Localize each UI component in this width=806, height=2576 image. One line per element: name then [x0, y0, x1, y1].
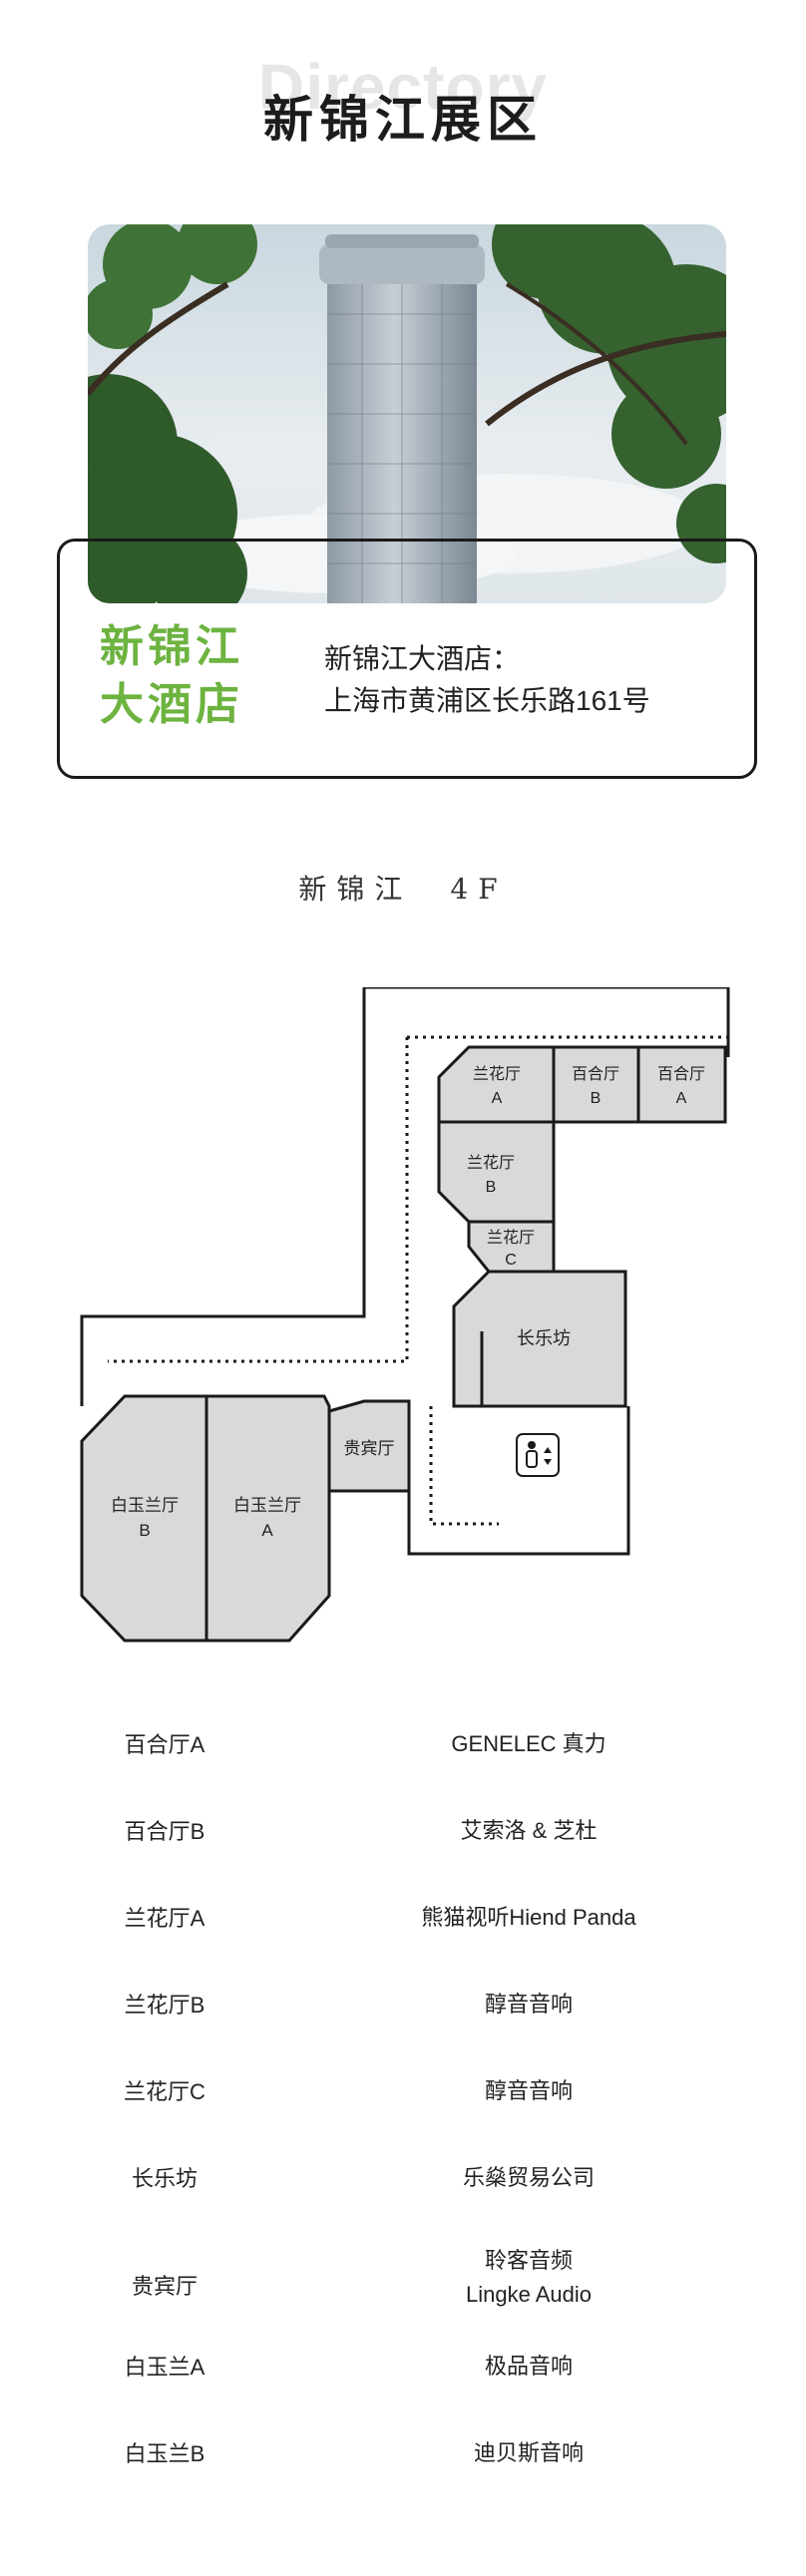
room-lanhua-c-letter: C: [505, 1252, 517, 1269]
directory-watermark: Directory: [258, 51, 548, 123]
room-guibin-label: 贵宾厅: [344, 1439, 395, 1458]
room-changlefang-label: 长乐坊: [517, 1328, 571, 1348]
room-lanhua-a: [437, 1045, 556, 1124]
hall-name: 兰花厅B: [124, 1993, 205, 2018]
brand-name: GENELEC 真力: [451, 1731, 606, 1756]
room-baiyulan-b-letter: B: [139, 1521, 150, 1540]
brand-name: 极品音响: [484, 2354, 573, 2379]
venue-name-line1: 新锦江: [100, 622, 243, 671]
room-baihe-b-label: 百合厅: [572, 1065, 619, 1083]
list-item: 白玉兰B 迪贝斯音响: [0, 2436, 806, 2496]
venue-address-line1: 新锦江大酒店：: [324, 643, 521, 674]
room-baihe-b: [552, 1045, 640, 1124]
corridor-wall-bottom: [407, 1406, 630, 1556]
brand-name: 乐燊贸易公司: [462, 2165, 595, 2190]
corridor-wall-top: [364, 985, 730, 1057]
room-baihe-b-letter: B: [591, 1090, 602, 1107]
walkway-path-mid: [108, 1037, 409, 1363]
brand-name: 聆客音频 Lingke Audio: [379, 2244, 678, 2312]
hall-name: 兰花厅C: [124, 2079, 205, 2104]
room-lanhua-b-label: 兰花厅: [467, 1154, 515, 1172]
list-item: 长乐坊 乐燊贸易公司: [0, 2161, 806, 2221]
room-baihe-a-letter: A: [676, 1090, 687, 1107]
page-header: Directory 新锦江展区: [0, 40, 806, 150]
venue-address: 新锦江大酒店： 上海市黄浦区长乐路161号: [324, 638, 743, 722]
venue-name: 新锦江 大酒店: [100, 618, 299, 734]
venue-info-background: [60, 603, 754, 771]
room-lanhua-a-label: 兰花厅: [473, 1065, 521, 1083]
corridor-wall-left: [80, 987, 366, 1406]
room-baiyulan-a-label: 白玉兰厅: [233, 1496, 301, 1515]
room-lanhua-b: [437, 1120, 556, 1224]
room-baiyulan-a-letter: A: [261, 1521, 273, 1540]
hall-name: 白玉兰B: [124, 2441, 205, 2466]
hall-name: 白玉兰A: [124, 2355, 205, 2380]
brand-name: 迪贝斯音响: [473, 2440, 584, 2465]
brand-name: 醇音音响: [484, 1992, 573, 2017]
brand-name: 醇音音响: [484, 2078, 573, 2103]
floor-label: 新锦江 4F: [298, 873, 508, 906]
room-lanhua-c-label: 兰花厅: [487, 1229, 535, 1247]
elevator-icon: [516, 1433, 560, 1477]
hall-name: 兰花厅A: [124, 1906, 205, 1931]
page-title: 新锦江展区: [263, 90, 543, 149]
list-item: 白玉兰A 极品音响: [0, 2350, 806, 2409]
room-lanhua-a-letter: A: [492, 1090, 503, 1107]
hall-name: 长乐坊: [131, 2166, 198, 2191]
floor-plan: 兰花厅 A 百合厅 B 百合厅 A 兰花厅 B 兰花厅 C 长乐坊: [0, 985, 806, 1665]
list-item: 兰花厅A 熊猫视听Hiend Panda: [0, 1901, 806, 1961]
room-changlefang: [452, 1270, 627, 1408]
hotel-photo: [88, 224, 726, 603]
room-lanhua-b-letter: B: [486, 1179, 497, 1196]
venue-address-line2: 上海市黄浦区长乐路161号: [324, 685, 650, 716]
room-baihe-a: [636, 1045, 727, 1124]
brand-name: 熊猫视听Hiend Panda: [421, 1905, 636, 1930]
walkway-path-bottom: [429, 1406, 499, 1526]
venue-name-line2: 大酒店: [100, 680, 243, 729]
room-baiyulan-b-label: 白玉兰厅: [111, 1496, 179, 1515]
brand-name-line1: 聆客音频: [484, 2248, 573, 2273]
list-item: 贵宾厅 聆客音频 Lingke Audio: [0, 2244, 806, 2324]
list-item: 百合厅A GENELEC 真力: [0, 1727, 806, 1787]
list-item: 兰花厅B 醇音音响: [0, 1988, 806, 2047]
hall-name: 贵宾厅: [131, 2274, 198, 2299]
brand-name-line2: Lingke Audio: [466, 2282, 592, 2307]
room-baihe-a-label: 百合厅: [657, 1065, 705, 1083]
venue-info-box: [57, 539, 757, 779]
list-item: 百合厅B 艾索洛 & 芝杜: [0, 1814, 806, 1874]
hall-name: 百合厅A: [124, 1732, 205, 1757]
brand-name: 艾索洛 & 芝杜: [460, 1818, 598, 1843]
hall-name: 百合厅B: [124, 1819, 205, 1844]
list-item: 兰花厅C 醇音音响: [0, 2074, 806, 2134]
